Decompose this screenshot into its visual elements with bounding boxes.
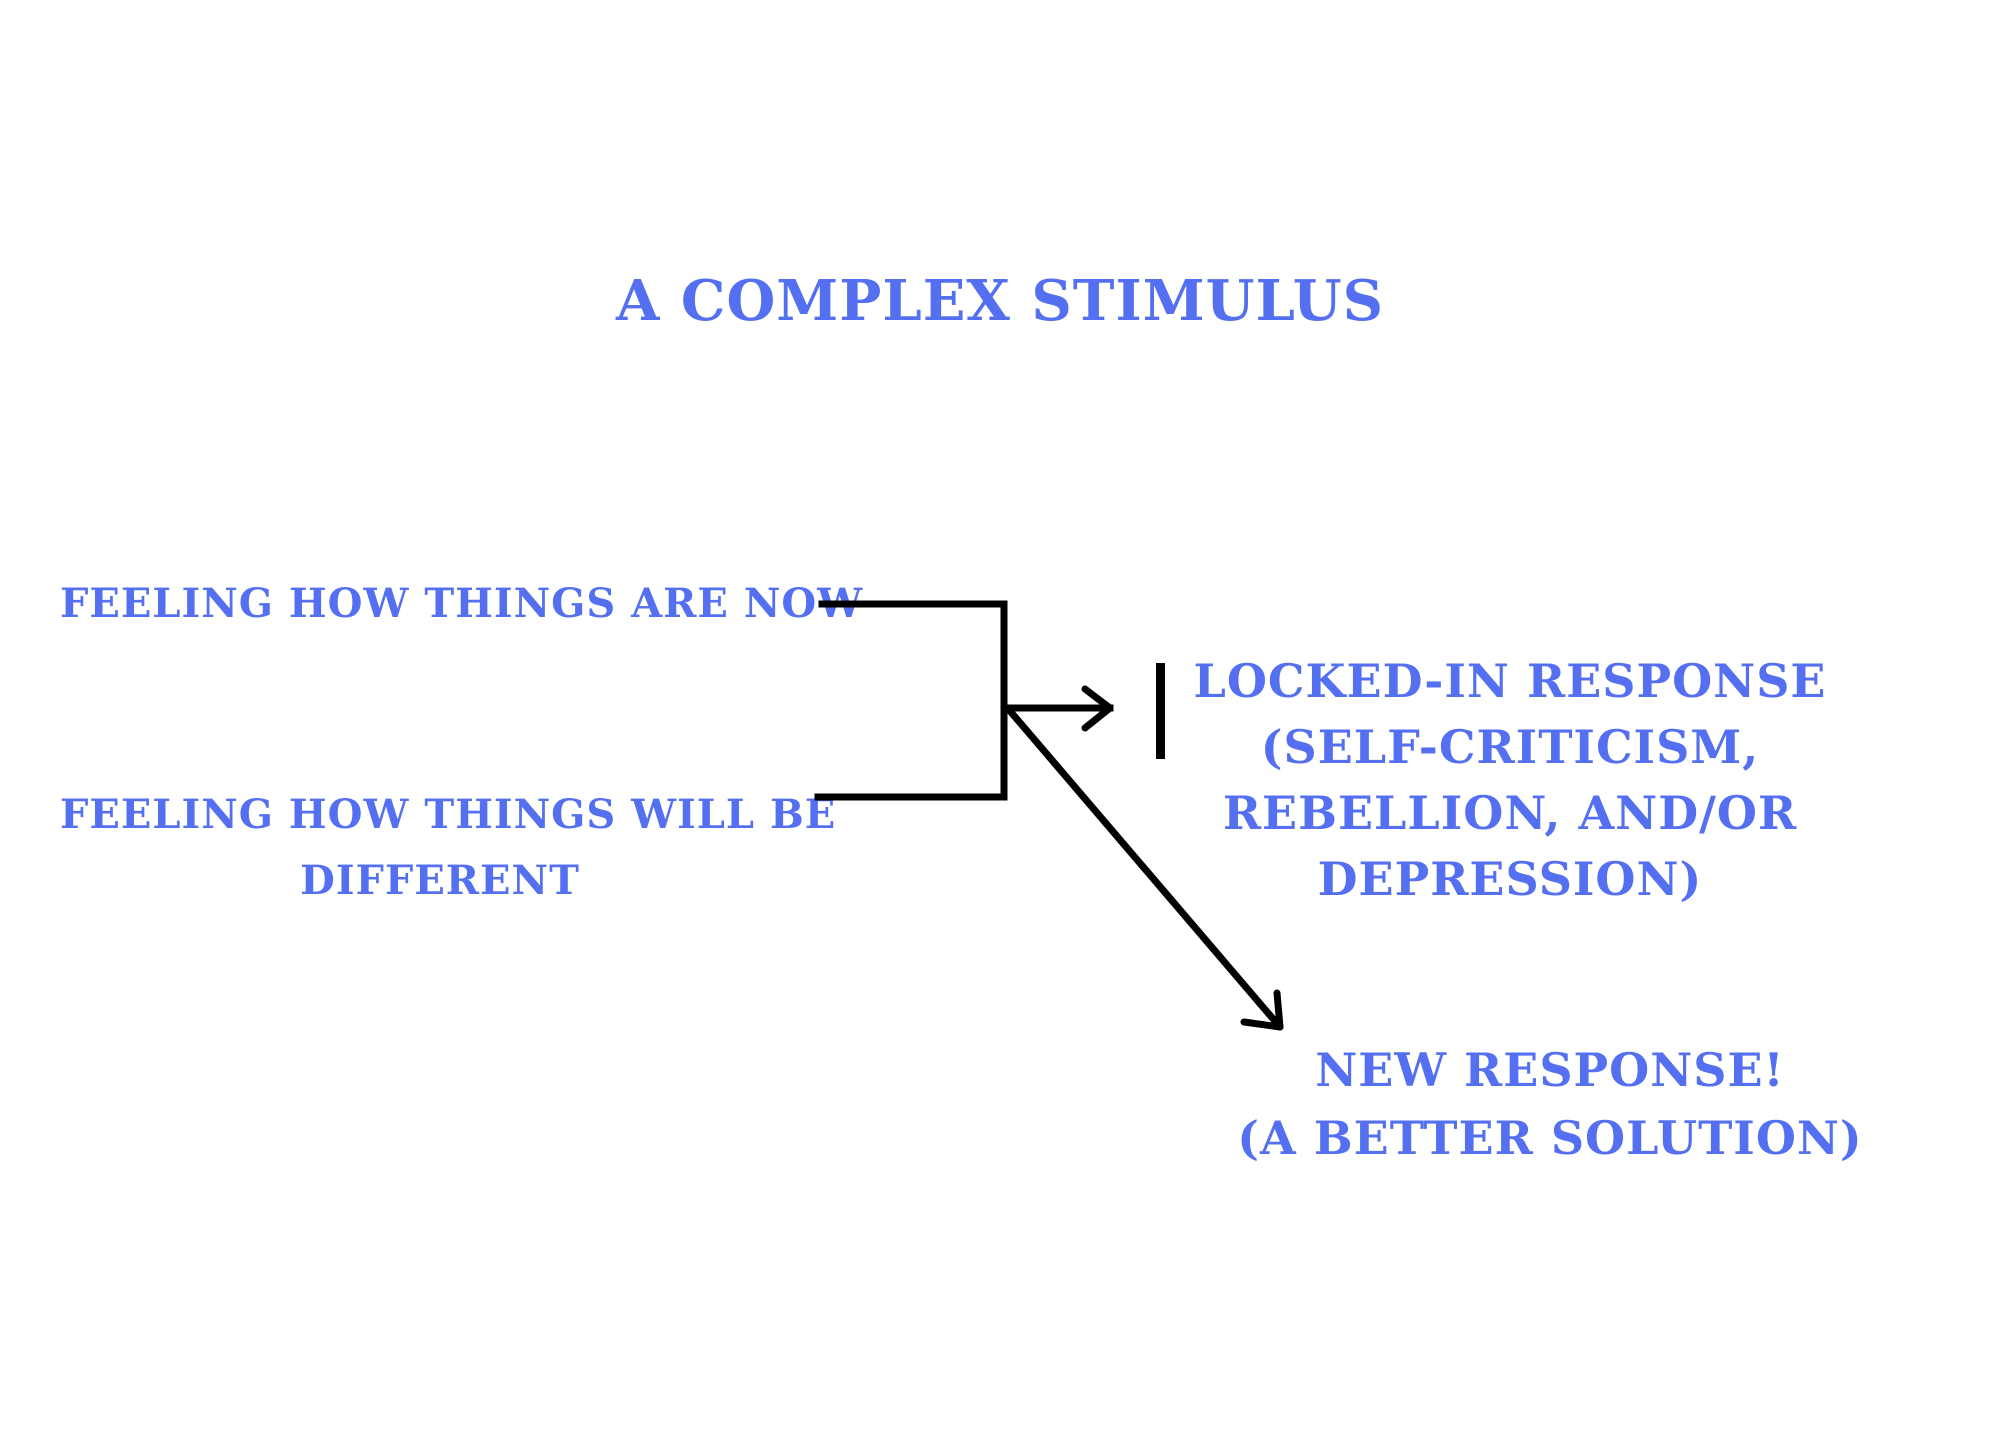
diagram-title: A COMPLEX STIMULUS: [615, 268, 1385, 334]
input-feeling-different-line-1: FEELING HOW THINGS WILL BE: [60, 791, 837, 838]
outcome-new-line-1: NEW RESPONSE!: [1315, 1043, 1785, 1097]
input-feeling-different: FEELING HOW THINGS WILL BE DIFFERENT: [60, 782, 837, 914]
outcome-new-line-2: (A BETTER SOLUTION): [1237, 1111, 1863, 1165]
outcome-new-response: NEW RESPONSE! (A BETTER SOLUTION): [1220, 1036, 1880, 1172]
barrier-block-icon: [1156, 663, 1165, 759]
outcome-locked-line-4: DEPRESSION): [1317, 852, 1703, 906]
outcome-locked-line-1: LOCKED-IN RESPONSE: [1193, 654, 1827, 708]
outcome-locked-line-2: (SELF-CRITICISM,: [1260, 720, 1760, 774]
outcome-locked-in-response: LOCKED-IN RESPONSE (SELF-CRITICISM, REBE…: [1190, 648, 1830, 912]
input-bracket: [814, 600, 1008, 801]
arrow-to-new-response-shaft: [1006, 707, 1284, 1031]
arrow-to-blocked-head-icon: [1081, 685, 1114, 732]
input-feeling-now-line: FEELING HOW THINGS ARE NOW: [60, 580, 864, 627]
input-feeling-now: FEELING HOW THINGS ARE NOW: [60, 580, 864, 627]
input-feeling-different-line-2: DIFFERENT: [300, 857, 580, 904]
outcome-locked-line-3: REBELLION, AND/OR: [1222, 786, 1798, 840]
arrow-to-new-response-head-icon: [1240, 989, 1284, 1031]
